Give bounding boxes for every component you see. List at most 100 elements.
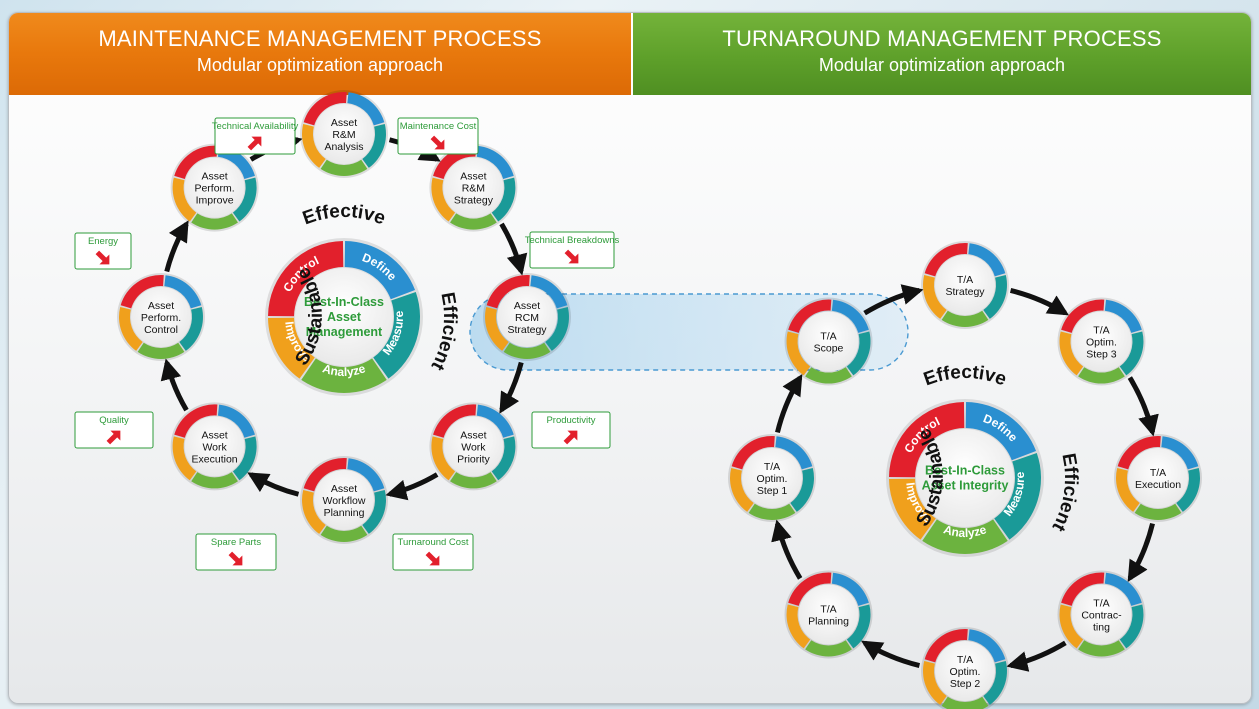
node-center <box>443 157 504 218</box>
turnaround-header-title: TURNAROUND MANAGEMENT PROCESS <box>722 26 1162 51</box>
cycle-arrow <box>1127 522 1155 582</box>
node-label-line: T/A <box>820 603 836 615</box>
ring-segment <box>174 404 218 438</box>
ring-segment <box>805 640 852 657</box>
ring-segment <box>119 306 143 351</box>
node-label-line: Asset <box>148 300 174 312</box>
turnaround-header: TURNAROUND MANAGEMENT PROCESS Modular op… <box>633 13 1251 95</box>
ring-segment <box>172 177 197 222</box>
node-label-line: ting <box>1093 621 1110 633</box>
cycle-arrow <box>771 519 803 580</box>
cycle-center <box>295 268 393 366</box>
node-label-line: RCM <box>515 312 539 324</box>
cycle-segment-measure <box>994 453 1041 540</box>
ring-segment <box>485 306 509 351</box>
ring-segment <box>788 572 832 606</box>
ring-segment <box>1161 436 1199 470</box>
node-label-line: Asset <box>460 429 486 441</box>
cycle-segment-measure <box>373 292 420 379</box>
diagram-panel: MAINTENANCE MANAGEMENT PROCESS Modular o… <box>8 12 1252 704</box>
node-label-line: Asset <box>201 429 227 441</box>
node-label-line: Planning <box>324 507 365 519</box>
ring-segment <box>320 159 368 176</box>
kpi-label: Productivity <box>546 415 595 426</box>
ring-segment <box>1078 640 1125 657</box>
kpi-indicator: Energy <box>74 232 132 270</box>
ring-segment <box>1134 503 1182 520</box>
trend-down-icon <box>228 551 243 566</box>
ring-segment <box>217 404 255 438</box>
node-label-line: Execution <box>1135 479 1181 491</box>
ring-segment <box>748 503 796 520</box>
ring-segment <box>476 145 514 179</box>
kpi-label: Technical Breakdowns <box>525 235 620 246</box>
ring-segment <box>530 275 568 309</box>
cycle-arrow <box>160 358 189 412</box>
kpi-box <box>529 231 615 269</box>
ring-segment <box>174 145 218 179</box>
cycle-arrow <box>1006 640 1067 672</box>
center-label-line: Best-In-Class <box>304 295 384 309</box>
kpi-indicator: Quality <box>74 411 154 449</box>
ring-segment <box>362 123 386 168</box>
ring-segment <box>303 92 347 126</box>
ring-segment <box>731 436 775 470</box>
ring-segment <box>431 436 456 481</box>
kpi-label: Spare Parts <box>211 537 261 548</box>
ring-segment <box>1104 572 1142 606</box>
ring-segment <box>1059 604 1084 649</box>
cycle-segment-analyze <box>301 358 387 393</box>
node-label-line: T/A <box>1093 325 1109 337</box>
cycle-arrow <box>247 472 300 497</box>
node-label-line: Perform. <box>194 183 234 195</box>
node-label-line: R&M <box>462 183 485 195</box>
cycle-arrow <box>861 640 921 668</box>
kpi-label: Maintenance Cost <box>400 121 477 132</box>
cycle-segment-define <box>344 241 416 300</box>
ring-segment <box>922 660 947 705</box>
ring-segment <box>924 629 968 663</box>
cycle-arrow <box>385 472 439 501</box>
kpi-label: Turnaround Cost <box>398 537 469 548</box>
ring-segment <box>303 458 347 492</box>
ring-segment <box>491 177 516 222</box>
kpi-indicator: Productivity <box>531 411 611 449</box>
trend-up-icon <box>106 430 121 445</box>
ring-segment <box>1059 331 1084 376</box>
node-label-line: T/A <box>1093 597 1109 609</box>
ring-segment <box>831 572 869 606</box>
ring-segment <box>1061 299 1105 333</box>
trend-up-icon <box>247 136 262 151</box>
outer-word-right: Efficient <box>426 291 460 375</box>
center-label-line: Best-In-Class <box>925 464 1005 478</box>
ring-segment <box>805 367 852 384</box>
ring-segment <box>137 342 185 359</box>
ring-segment <box>941 696 989 709</box>
ring-segment <box>1104 299 1142 333</box>
node-label-line: Work <box>202 441 227 453</box>
cycle-arrow <box>499 222 528 276</box>
kpi-label: Technical Availability <box>212 121 299 132</box>
node-label-line: Execution <box>192 453 238 465</box>
ring-segment <box>1176 467 1200 512</box>
ring-segment <box>924 243 968 277</box>
cycle-arrow <box>499 361 524 414</box>
node-label-line: Work <box>461 441 486 453</box>
ring-segment <box>302 489 326 534</box>
node-label-line: T/A <box>820 331 836 343</box>
center-label-line: Management <box>306 325 383 339</box>
ring-segment <box>1119 331 1144 376</box>
node-label-line: Workflow <box>323 495 366 507</box>
node-label-line: Step 2 <box>950 678 981 690</box>
kpi-box <box>392 533 474 571</box>
node-label-line: Priority <box>457 453 490 465</box>
ring-segment <box>786 331 811 376</box>
